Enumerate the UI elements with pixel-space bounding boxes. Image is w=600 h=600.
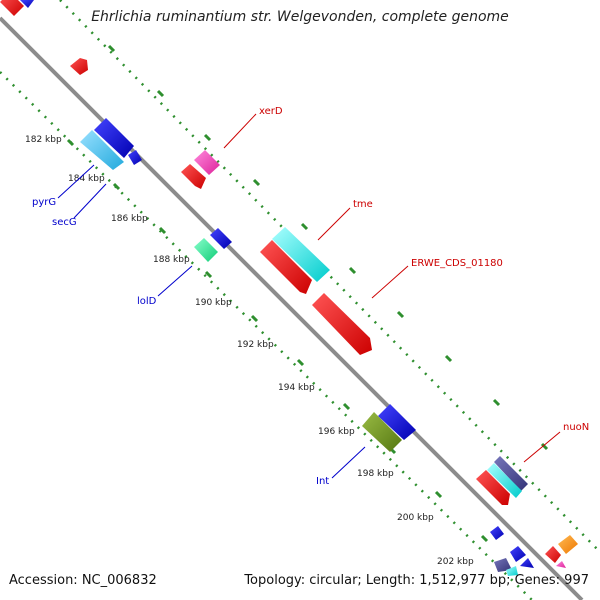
- gene-reverse-9[interactable]: [506, 566, 518, 576]
- gene-label-tme[interactable]: tme: [353, 199, 373, 210]
- gene-label-pyrG[interactable]: pyrG: [32, 197, 56, 208]
- gene-reverse-0[interactable]: [20, 0, 34, 8]
- forward-genes: [0, 0, 578, 568]
- tick-label: 200 kbp: [397, 513, 434, 523]
- gene-ERWE_CDS_01180-a[interactable]: [260, 240, 312, 294]
- tick-label: 184 kbp: [68, 174, 105, 184]
- tick-label: 202 kbp: [437, 557, 474, 567]
- gene-lolD[interactable]: [194, 238, 218, 262]
- gene-forward-5[interactable]: [558, 535, 578, 554]
- genome-backbone: [0, 16, 584, 600]
- gene-label-xerD[interactable]: xerD: [259, 106, 283, 117]
- gene-label-nuoN[interactable]: nuoN: [563, 422, 589, 433]
- outer-dotted-track: [59, 0, 600, 553]
- inner-dotted-track: [0, 71, 533, 600]
- tick-label: 182 kbp: [25, 135, 62, 145]
- tick-label: 198 kbp: [357, 469, 394, 479]
- inner-major-ticks: [66, 138, 489, 543]
- gene-tme[interactable]: [272, 227, 330, 282]
- gene-forward-3[interactable]: [487, 463, 522, 498]
- gene-forward-6[interactable]: [545, 546, 561, 563]
- gene-reverse-2[interactable]: [128, 150, 142, 165]
- gene-Int[interactable]: [362, 412, 402, 452]
- gene-reverse-5[interactable]: [490, 526, 504, 540]
- gene-label-secG[interactable]: secG: [52, 217, 77, 228]
- gene-label-lolD[interactable]: lolD: [137, 296, 157, 307]
- map-title: Ehrlichia ruminantium str. Welgevonden, …: [91, 9, 509, 25]
- gene-forward-0[interactable]: [0, 0, 24, 16]
- gene-labels: xerD tme ERWE_CDS_01180 nuoN pyrG secG l…: [32, 106, 589, 487]
- gene-reverse-8[interactable]: [494, 558, 512, 572]
- gene-xerD[interactable]: [194, 150, 220, 175]
- tick-label: 194 kbp: [278, 383, 315, 393]
- gene-reverse-6[interactable]: [510, 546, 526, 562]
- gene-reverse-3[interactable]: [210, 228, 232, 249]
- tick-label: 192 kbp: [237, 340, 274, 350]
- outer-major-ticks: [107, 44, 549, 451]
- accession-text: Accession: NC_006832: [9, 573, 157, 588]
- tick-label: 186 kbp: [111, 214, 148, 224]
- tick-label: 190 kbp: [195, 298, 232, 308]
- callout-lines: [57, 113, 561, 479]
- gene-forward-4[interactable]: [476, 470, 510, 505]
- gene-forward-7[interactable]: [556, 561, 566, 568]
- gene-forward-2[interactable]: [181, 164, 206, 189]
- gene-forward-1[interactable]: [70, 58, 88, 75]
- gene-pyrG-secG[interactable]: [80, 130, 124, 170]
- tick-label: 196 kbp: [318, 427, 355, 437]
- gene-label-Int[interactable]: Int: [316, 476, 329, 487]
- gene-reverse-1[interactable]: [94, 118, 134, 158]
- gene-nuoN[interactable]: [494, 456, 528, 491]
- kbp-tick-labels: 182 kbp 184 kbp 186 kbp 188 kbp 190 kbp …: [25, 135, 474, 567]
- gene-reverse-4[interactable]: [378, 404, 416, 440]
- genome-summary-text: Topology: circular; Length: 1,512,977 bp…: [244, 573, 589, 588]
- reverse-genes: [20, 0, 534, 576]
- tick-label: 188 kbp: [153, 255, 190, 265]
- gene-label-ERWE_CDS_01180[interactable]: ERWE_CDS_01180: [411, 258, 503, 269]
- gene-reverse-7[interactable]: [520, 558, 534, 568]
- gene-ERWE_CDS_01180[interactable]: [312, 293, 372, 355]
